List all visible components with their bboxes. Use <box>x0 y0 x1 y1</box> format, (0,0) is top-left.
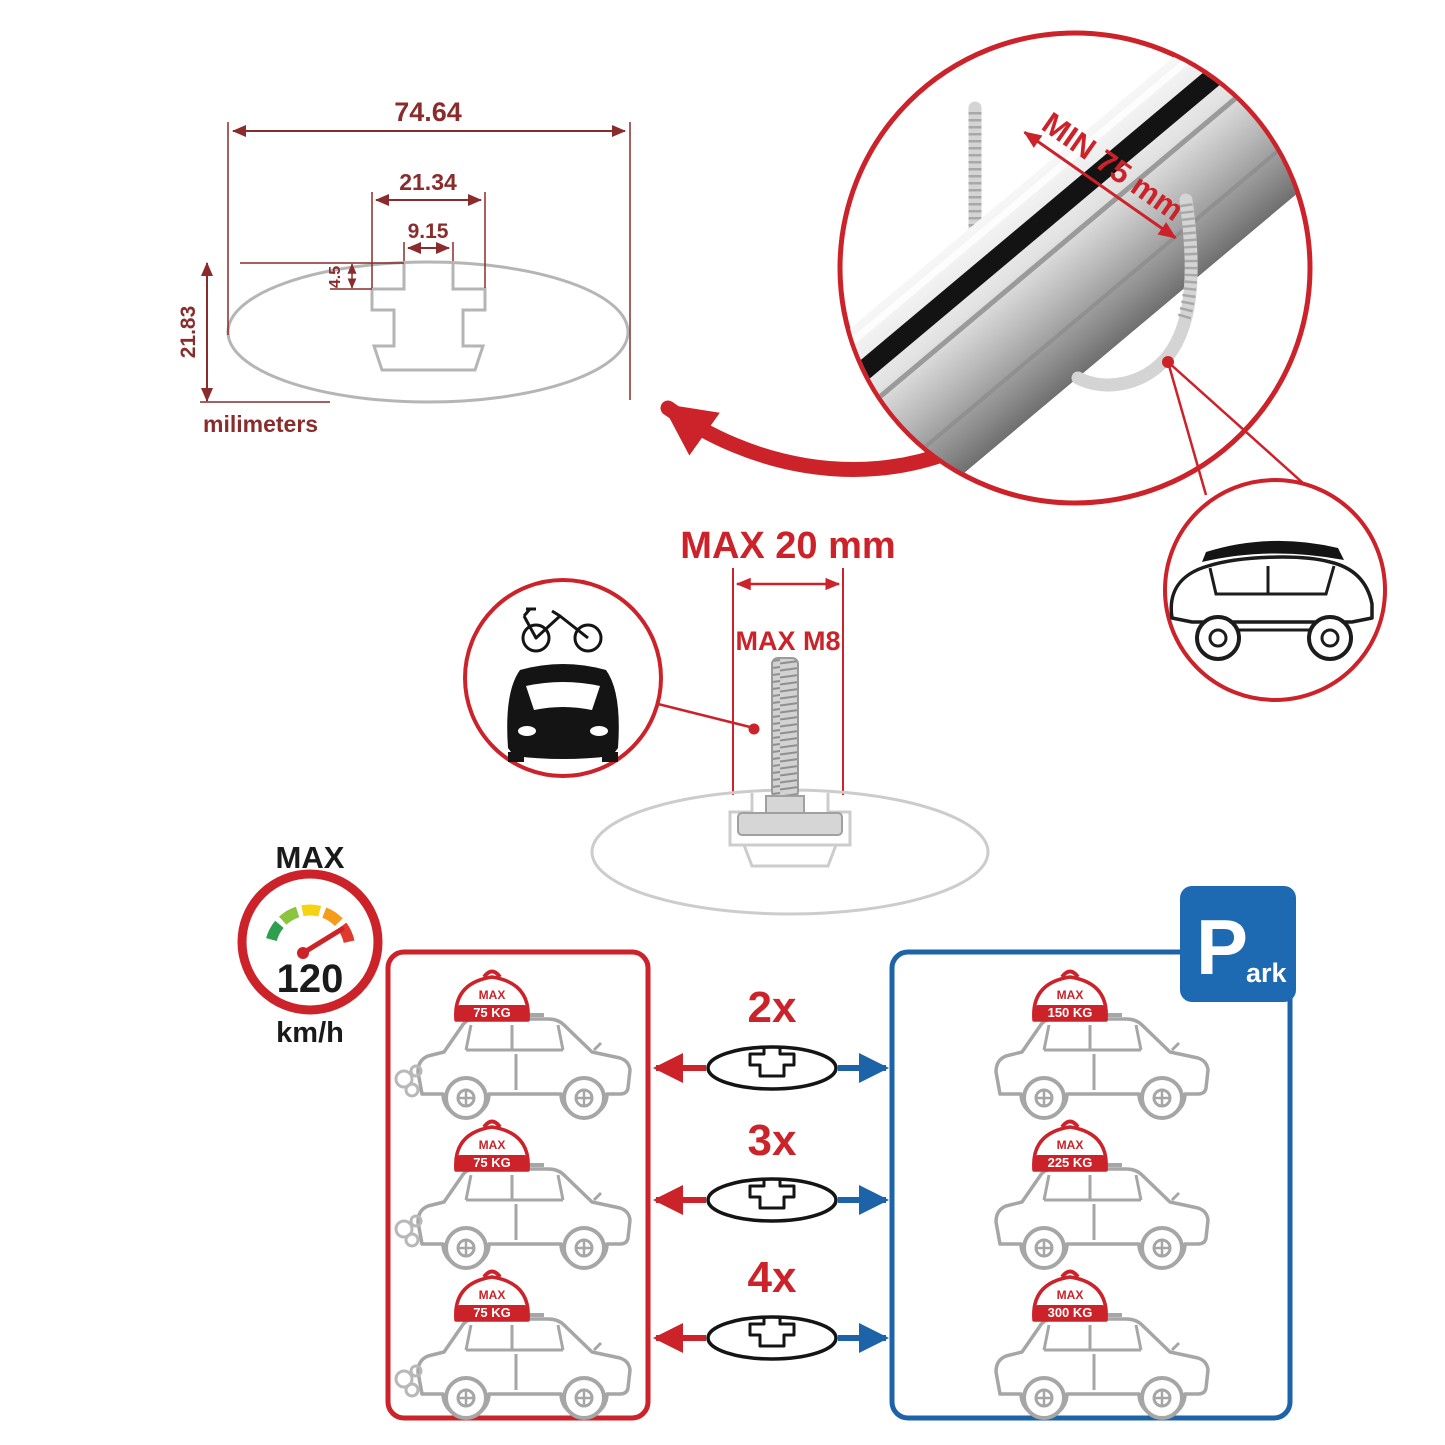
dim-total-width: 74.64 <box>394 97 462 127</box>
roofbox-circle-border <box>1163 478 1387 702</box>
dim-slot-depth: 4.5 <box>327 266 344 288</box>
speed-panel-car-row: MAX 75 KG <box>394 969 632 1120</box>
count-label: 3x <box>748 1116 797 1165</box>
speed-panel: MAX 75 KG MAX 75 KG MAX 75 KG <box>385 949 651 1421</box>
bolt-max-length-label: MAX 20 mm <box>680 525 895 567</box>
speed-value: 120 <box>277 957 344 1001</box>
dim-slot-width: 9.15 <box>408 220 449 243</box>
speed-panel-car-row: MAX 75 KG <box>394 1269 632 1420</box>
units-label: milimeters <box>203 411 318 437</box>
profile-dimension-drawing: 74.64 21.34 9.15 4.5 21.83 milimeters <box>177 97 631 437</box>
cargo-max-label: MAX <box>479 1288 506 1302</box>
cargo-max-label: MAX <box>1057 1288 1084 1302</box>
parking-icon <box>1180 886 1296 1002</box>
count-label: 2x <box>748 983 797 1032</box>
cargo-max-label: MAX <box>479 988 506 1002</box>
parking-sign: P ark <box>1180 886 1296 1002</box>
aluminum-bar <box>842 35 1308 501</box>
parking-suffix: ark <box>1246 958 1288 988</box>
speed-max-label: MAX <box>276 840 345 875</box>
speed-panel-border <box>385 949 651 1421</box>
parking-panel: MAX 150 KG MAX 225 KG MAX 300 KG P ark <box>889 886 1296 1421</box>
bolt-pointer-line <box>657 702 751 729</box>
profile-ellipse <box>226 260 630 404</box>
crossbar-count-rows: 2x 3x 4x <box>653 983 889 1361</box>
bolt-max-thread-label: MAX M8 <box>735 626 840 656</box>
cargo-weight-label: 225 KG <box>1048 1155 1093 1170</box>
cargo-weight-label: 75 KG <box>473 1005 511 1020</box>
count-row: 4x <box>653 1253 889 1361</box>
bike-car-icon <box>507 607 619 762</box>
roofbox-car-icon <box>1169 540 1374 661</box>
parking-panel-car-row: MAX 300 KG <box>994 1269 1210 1420</box>
cargo-weight-label: 300 KG <box>1048 1305 1093 1320</box>
crossbar-photo-circle: MIN 75 mm <box>837 30 1353 528</box>
speed-limit-gauge: MAX 120 km/h <box>237 840 383 1049</box>
count-label: 4x <box>748 1253 797 1302</box>
dim-channel-width: 21.34 <box>399 169 457 195</box>
parking-panel-car-row: MAX 225 KG <box>994 1119 1210 1270</box>
bolt-pointer-dot <box>748 723 760 735</box>
count-row: 2x <box>653 983 889 1091</box>
cargo-max-label: MAX <box>1057 988 1084 1002</box>
connector-line-left <box>1166 361 1208 496</box>
zoom-arrow <box>660 400 958 477</box>
roofbox-car-circle <box>1163 478 1387 702</box>
speed-panel-car-row: MAX 75 KG <box>394 1119 632 1270</box>
cargo-weight-label: 150 KG <box>1048 1005 1093 1020</box>
cargo-max-label: MAX <box>1057 1138 1084 1152</box>
bolt-spec-diagram: MAX 20 mm MAX M8 <box>590 525 990 916</box>
gauge-needle <box>300 926 345 956</box>
dim-total-height: 21.83 <box>177 306 200 359</box>
bike-car-circle <box>463 578 663 778</box>
speed-units: km/h <box>276 1017 344 1049</box>
parking-panel-car-row: MAX 150 KG <box>994 969 1210 1120</box>
t-bolt-icon <box>737 657 843 836</box>
cargo-weight-label: 75 KG <box>473 1305 511 1320</box>
count-row: 3x <box>653 1116 889 1223</box>
speedometer-icon <box>237 869 383 1015</box>
cargo-weight-label: 75 KG <box>473 1155 511 1170</box>
parking-letter: P <box>1196 903 1248 991</box>
cargo-max-label: MAX <box>479 1138 506 1152</box>
profile-t-slot <box>370 263 487 372</box>
